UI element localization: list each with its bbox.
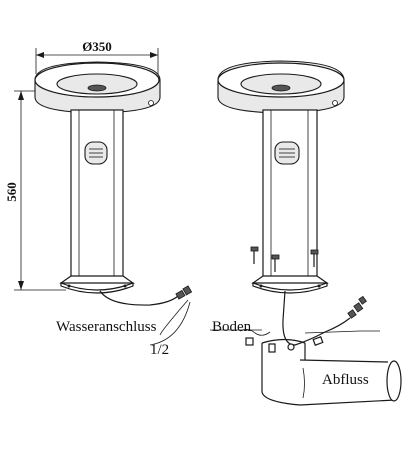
water-hose [282, 290, 367, 346]
base-plate [59, 275, 135, 294]
height-dimension: 560 [4, 90, 66, 291]
column [70, 109, 124, 281]
label-thread-size: 1/2 [150, 342, 169, 358]
label-drain: Abfluss [322, 372, 369, 388]
base-plate [251, 275, 329, 294]
bowl [34, 61, 161, 114]
mounting-screws [250, 246, 319, 272]
fountain-left: Ø350 560 [4, 39, 193, 346]
fountain-right [210, 60, 402, 406]
bowl [217, 60, 345, 114]
width-dimension: Ø350 [35, 39, 159, 74]
drain-pipe [261, 338, 402, 406]
pipe-fittings [245, 336, 324, 353]
column [262, 109, 318, 281]
label-ground: Boden [212, 319, 252, 335]
water-hose [99, 285, 193, 306]
label-water-connection: Wasseranschluss [56, 319, 157, 335]
height-label: 560 [4, 182, 19, 202]
diameter-label: Ø350 [82, 39, 112, 54]
